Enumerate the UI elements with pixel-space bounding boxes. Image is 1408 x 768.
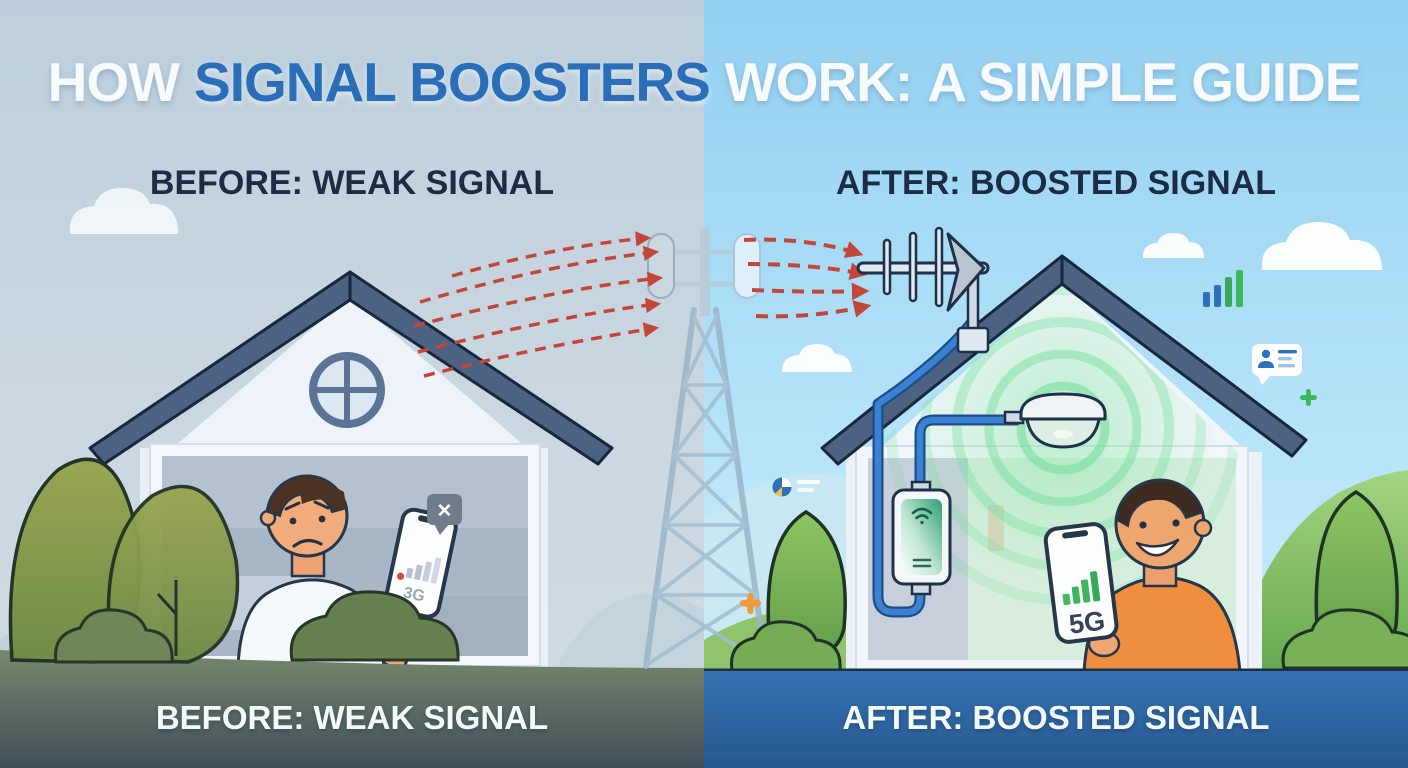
boosted-signal-arrows — [743, 237, 872, 319]
contact-card-icon — [1252, 344, 1302, 385]
before-ground — [0, 650, 704, 768]
after-footer-band — [704, 671, 1408, 768]
smile — [1135, 538, 1180, 557]
after-house: 5G — [820, 226, 1308, 676]
title-tail: A SIMPLE GUIDE — [927, 51, 1361, 113]
before-bushes — [54, 590, 460, 664]
before-header: BEFORE: WEAK SIGNAL — [149, 164, 555, 202]
pie-chart-icon — [772, 477, 820, 497]
round-window — [309, 352, 385, 428]
indoor-dome-antenna — [1003, 392, 1107, 449]
outdoor-yagi-antenna — [856, 226, 990, 354]
phone-network-label: 5G — [1067, 605, 1106, 639]
before-caption: BEFORE: WEAK SIGNAL — [155, 699, 549, 736]
plus-icon-green — [1300, 389, 1317, 406]
before-cloud — [69, 188, 178, 234]
weak-bars-icon — [397, 557, 442, 584]
wifi-icon — [911, 507, 933, 525]
close-icon: ✕ — [437, 501, 453, 522]
frown — [292, 538, 323, 548]
happy-person — [1082, 478, 1242, 676]
after-caption: AFTER: BOOSTED SIGNAL — [842, 699, 1270, 736]
boosted-signal-phone: 5G — [1043, 522, 1119, 644]
after-header: AFTER: BOOSTED SIGNAL — [835, 164, 1277, 202]
sad-eyebrows — [284, 500, 330, 511]
title-highlight: SIGNAL BOOSTERS — [194, 51, 711, 113]
floating-bars-icon — [1203, 270, 1243, 307]
title-mid: WORK: — [724, 51, 913, 113]
strong-bars-icon — [1062, 571, 1101, 606]
amplifier-screen — [901, 499, 942, 575]
coax-cable — [872, 316, 1022, 618]
weak-signal-arrows — [413, 231, 664, 378]
plus-icon-orange — [740, 593, 761, 614]
antenna-reflector — [946, 232, 986, 312]
no-signal-bubble: ✕ — [427, 494, 462, 535]
roof-right-slope — [1060, 254, 1308, 458]
tower-panel-left — [647, 233, 675, 299]
after-bushes — [729, 608, 1408, 672]
weak-signal-phone: 3G — [383, 507, 458, 619]
title-lead: HOW — [47, 51, 180, 113]
after-clouds — [782, 222, 1382, 372]
roof-right-slope — [348, 270, 614, 466]
amplifier — [891, 480, 952, 596]
